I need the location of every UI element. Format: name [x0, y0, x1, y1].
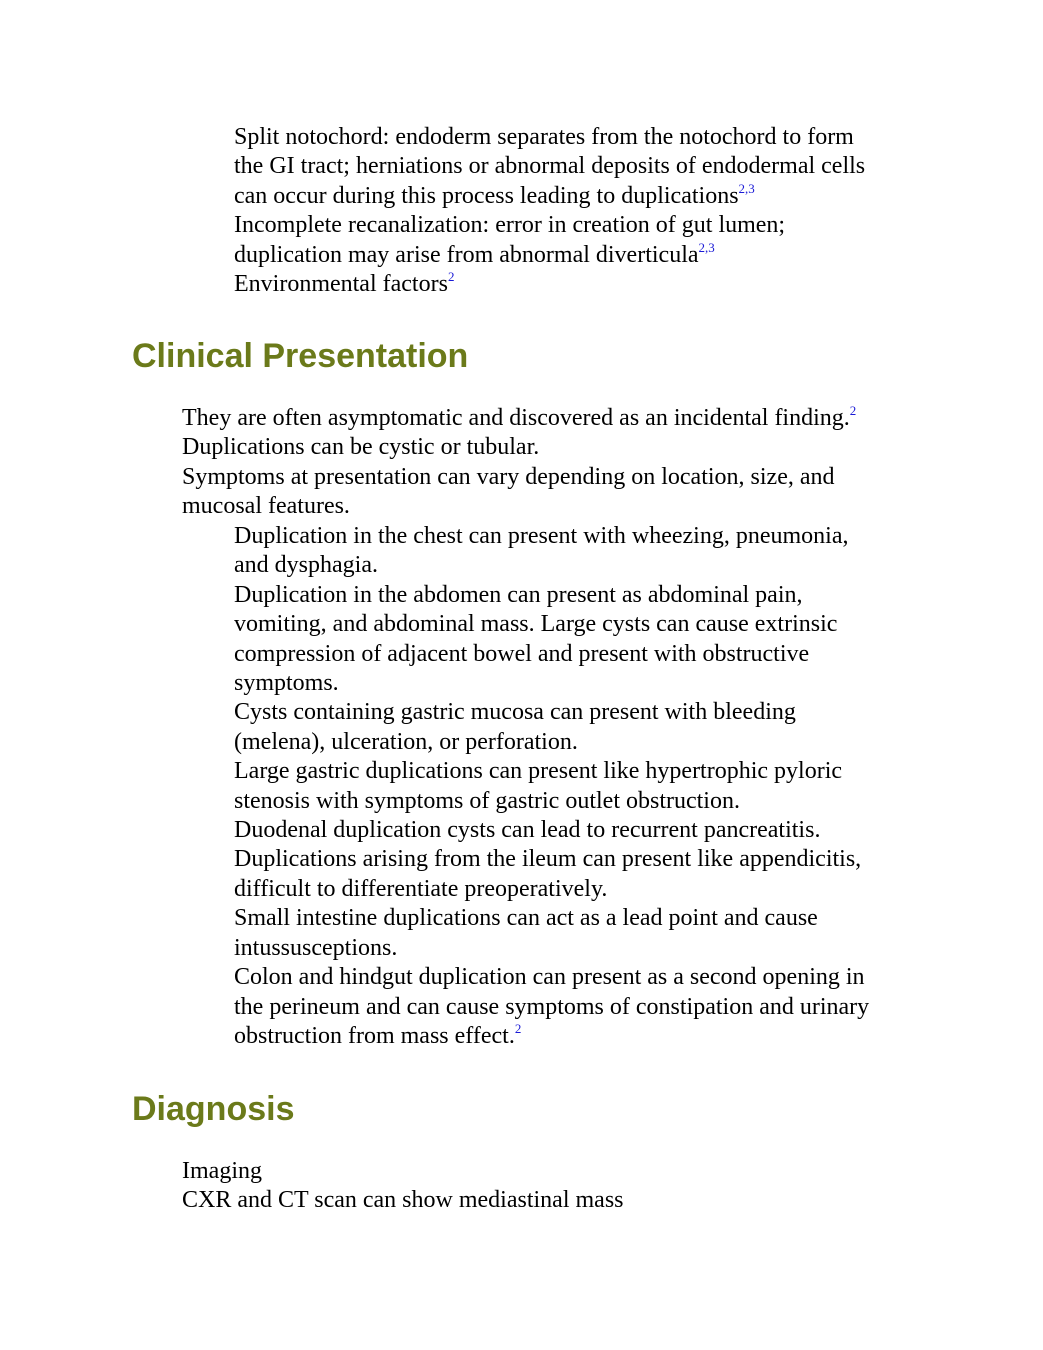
text-line: intussusceptions.: [234, 934, 924, 963]
line-text: the perineum and can cause symptoms of c…: [234, 993, 870, 1020]
intro-list: Split notochord: endoderm separates from…: [234, 123, 924, 299]
list-item: Duplication in the chest can present wit…: [234, 522, 924, 581]
line-text: mucosal features.: [182, 493, 350, 520]
line-text: intussusceptions.: [234, 934, 398, 961]
list-item: Cysts containing gastric mucosa can pres…: [234, 698, 924, 757]
line-text: Duplication in the chest can present wit…: [234, 523, 849, 549]
text-line: They are often asymptomatic and discover…: [182, 404, 922, 433]
text-line: Duplication in the chest can present wit…: [234, 522, 924, 551]
text-line: symptoms.: [234, 669, 924, 698]
text-line: Duplications arising from the ileum can …: [234, 845, 924, 874]
reference-link[interactable]: 2: [849, 403, 857, 418]
text-line: compression of adjacent bowel and presen…: [234, 640, 924, 669]
list-item: Imaging: [182, 1157, 922, 1186]
line-text: difficult to differentiate preoperativel…: [234, 875, 608, 902]
text-line: (melena), ulceration, or perforation.: [234, 728, 924, 757]
section-heading-diagnosis: Diagnosis: [132, 1090, 295, 1128]
clinical-sublist: Duplication in the chest can present wit…: [234, 522, 924, 1051]
text-line: duplication may arise from abnormal dive…: [234, 241, 924, 270]
line-text: symptoms.: [234, 670, 339, 697]
text-line: mucosal features.: [182, 492, 922, 521]
list-item: Environmental factors2: [234, 270, 924, 299]
text-line: Split notochord: endoderm separates from…: [234, 123, 924, 152]
line-text: Small intestine duplications can act as …: [234, 905, 818, 932]
line-text: Imaging: [182, 1158, 262, 1184]
line-text: They are often asymptomatic and discover…: [182, 405, 850, 431]
line-text: Cysts containing gastric mucosa can pres…: [234, 699, 796, 726]
text-line: obstruction from mass effect.2: [234, 1022, 924, 1051]
reference-link[interactable]: 2,3: [738, 180, 755, 196]
reference-link[interactable]: 2: [447, 269, 455, 285]
reference-link[interactable]: 2,3: [698, 239, 715, 255]
text-line: Cysts containing gastric mucosa can pres…: [234, 698, 924, 727]
list-item: They are often asymptomatic and discover…: [182, 404, 922, 433]
line-text: Duodenal duplication cysts can lead to r…: [234, 817, 821, 844]
list-item: Duplications arising from the ileum can …: [234, 845, 924, 904]
text-line: difficult to differentiate preoperativel…: [234, 875, 924, 904]
list-item: Split notochord: endoderm separates from…: [234, 123, 924, 211]
line-text: compression of adjacent bowel and presen…: [234, 640, 810, 667]
list-item: Duodenal duplication cysts can lead to r…: [234, 816, 924, 845]
line-text: can occur during this process leading to…: [234, 182, 739, 209]
text-line: and dysphagia.: [234, 551, 924, 580]
section-heading-clinical-presentation: Clinical Presentation: [132, 337, 469, 375]
line-text: CXR and CT scan can show mediastinal mas…: [182, 1187, 624, 1214]
line-text: Duplications can be cystic or tubular.: [182, 434, 540, 461]
list-item: Duplication in the abdomen can present a…: [234, 581, 924, 699]
text-line: Incomplete recanalization: error in crea…: [234, 211, 924, 240]
text-line: Imaging: [182, 1157, 922, 1186]
line-text: Environmental factors: [234, 271, 448, 298]
line-text: Large gastric duplications can present l…: [234, 758, 843, 785]
text-line: Duodenal duplication cysts can lead to r…: [234, 816, 924, 845]
list-item: Colon and hindgut duplication can presen…: [234, 963, 924, 1051]
text-line: stenosis with symptoms of gastric outlet…: [234, 787, 924, 816]
line-text: stenosis with symptoms of gastric outlet…: [234, 787, 740, 814]
list-item: Symptoms at presentation can vary depend…: [182, 463, 922, 522]
line-text: duplication may arise from abnormal dive…: [234, 241, 699, 268]
line-text: Colon and hindgut duplication can presen…: [234, 964, 865, 991]
list-item: Duplications can be cystic or tubular.: [182, 433, 922, 462]
line-text: vomiting, and abdominal mass. Large cyst…: [234, 611, 838, 638]
line-text: Duplication in the abdomen can present a…: [234, 581, 803, 608]
line-text: Symptoms at presentation can vary depend…: [182, 463, 835, 490]
text-line: the GI tract; herniations or abnormal de…: [234, 152, 924, 181]
line-text: obstruction from mass effect.: [234, 1022, 515, 1049]
text-line: Duplications can be cystic or tubular.: [182, 433, 922, 462]
text-line: vomiting, and abdominal mass. Large cyst…: [234, 610, 924, 639]
line-text: the GI tract; herniations or abnormal de…: [234, 153, 866, 180]
line-text: and dysphagia.: [234, 552, 378, 579]
line-text: Split notochord: endoderm separates from…: [234, 124, 854, 150]
text-line: Colon and hindgut duplication can presen…: [234, 963, 924, 992]
line-text: Duplications arising from the ileum can …: [234, 846, 862, 873]
clinical-list: They are often asymptomatic and discover…: [182, 404, 922, 522]
text-line: CXR and CT scan can show mediastinal mas…: [182, 1186, 922, 1215]
line-text: (melena), ulceration, or perforation.: [234, 728, 578, 755]
list-item: Incomplete recanalization: error in crea…: [234, 211, 924, 270]
list-item: CXR and CT scan can show mediastinal mas…: [182, 1186, 922, 1215]
reference-link[interactable]: 2: [514, 1020, 522, 1036]
text-line: Duplication in the abdomen can present a…: [234, 581, 924, 610]
text-line: the perineum and can cause symptoms of c…: [234, 993, 924, 1022]
text-line: Large gastric duplications can present l…: [234, 757, 924, 786]
text-line: Environmental factors2: [234, 270, 924, 299]
line-text: Incomplete recanalization: error in crea…: [234, 212, 786, 239]
text-line: can occur during this process leading to…: [234, 182, 924, 211]
text-line: Small intestine duplications can act as …: [234, 904, 924, 933]
list-item: Large gastric duplications can present l…: [234, 757, 924, 816]
list-item: Small intestine duplications can act as …: [234, 904, 924, 963]
text-line: Symptoms at presentation can vary depend…: [182, 463, 922, 492]
